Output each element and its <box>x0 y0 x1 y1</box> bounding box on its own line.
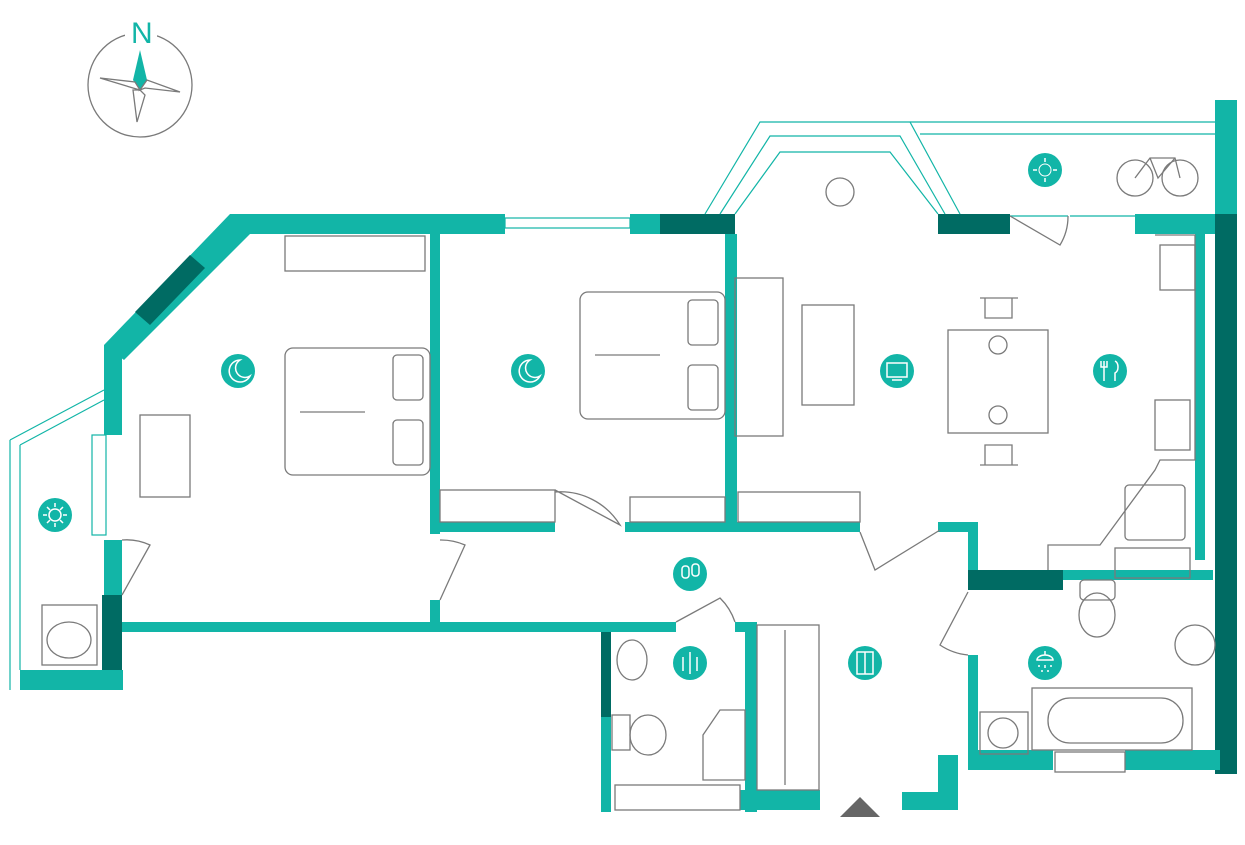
wc-sink <box>616 639 648 681</box>
furniture <box>41 157 1216 811</box>
sun-icon <box>38 498 72 532</box>
windows <box>9 121 1215 690</box>
bed-1 <box>284 347 431 476</box>
coffee-table <box>801 304 855 406</box>
fan <box>825 177 855 207</box>
moon-stars-icon <box>221 354 255 388</box>
restroom-icon <box>673 646 707 680</box>
dining-table <box>947 329 1049 434</box>
walls <box>20 100 1237 812</box>
bath-sink <box>1174 624 1216 666</box>
fridge <box>1159 244 1196 291</box>
bicycle <box>1134 157 1181 180</box>
doors <box>121 215 1069 656</box>
kitchen-sink <box>1124 484 1186 541</box>
wardrobe-icon <box>848 646 882 680</box>
shower <box>702 709 746 781</box>
compass: N <box>87 17 193 138</box>
fork-knife-icon <box>1093 354 1127 388</box>
sofa <box>734 277 784 437</box>
bathtub <box>1031 687 1193 751</box>
washing-machine <box>41 604 98 666</box>
compass-north-needle <box>133 50 147 90</box>
wardrobe-rack <box>756 624 820 791</box>
moon-stars-icon <box>511 354 545 388</box>
toilet-wc <box>629 714 667 756</box>
tv-icon <box>880 354 914 388</box>
treadmill <box>139 414 191 498</box>
sun-icon <box>1028 153 1062 187</box>
compass-north-label: N <box>131 17 153 50</box>
entrance-marker <box>840 797 880 817</box>
toilet-bath <box>1078 592 1116 638</box>
shower-icon <box>1028 646 1062 680</box>
bed-2 <box>579 291 726 420</box>
slippers-icon <box>673 557 707 591</box>
